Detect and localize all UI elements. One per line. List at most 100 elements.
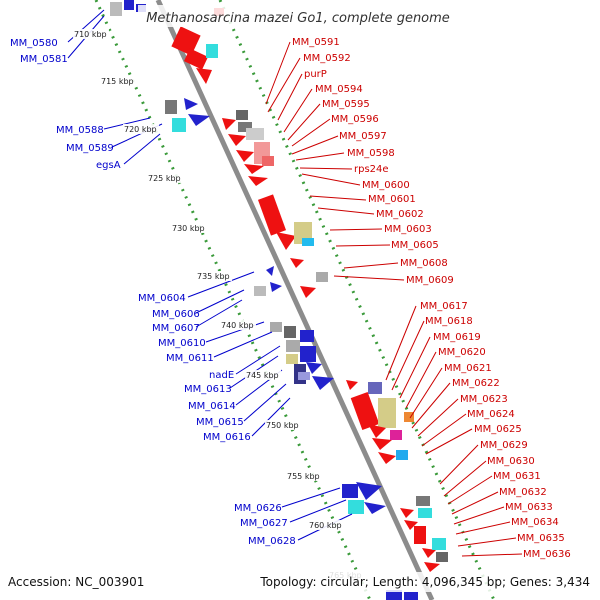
gene-label-right[interactable]: MM_0602 xyxy=(376,209,424,220)
gene-label-left[interactable]: MM_0607 xyxy=(152,323,200,334)
right-callout-line xyxy=(309,195,367,201)
right-callout-line xyxy=(291,135,339,155)
gene-label-right[interactable]: MM_0621 xyxy=(444,363,492,374)
kbp-tick-label: 745 kbp xyxy=(246,371,279,380)
gene-block xyxy=(110,2,122,16)
gene-label-right[interactable]: MM_0619 xyxy=(433,332,481,343)
right-callout-line xyxy=(411,382,451,429)
gene-label-right[interactable]: MM_0591 xyxy=(292,37,340,48)
right-callout-line xyxy=(451,491,499,515)
gene-label-right[interactable]: MM_0592 xyxy=(303,53,351,64)
gene-label-right[interactable]: MM_0595 xyxy=(322,99,370,110)
gene-block xyxy=(257,194,287,236)
gene-block xyxy=(270,322,282,332)
gene-label-right[interactable]: MM_0618 xyxy=(425,316,473,327)
gene-label-right[interactable]: MM_0620 xyxy=(438,347,486,358)
gene-label-left[interactable]: MM_0616 xyxy=(203,432,251,443)
gene-label-right[interactable]: MM_0630 xyxy=(487,456,535,467)
gene-label-right[interactable]: MM_0622 xyxy=(452,378,500,389)
gene-arrow xyxy=(346,380,358,390)
gene-label-left[interactable]: MM_0611 xyxy=(166,353,214,364)
gene-label-left[interactable]: MM_0610 xyxy=(158,338,206,349)
gene-label-right[interactable]: MM_0624 xyxy=(467,409,515,420)
kbp-tick-label: 730 kbp xyxy=(172,224,205,233)
gene-label-left[interactable]: nadE xyxy=(209,370,234,381)
kbp-tick-backdrop xyxy=(220,320,256,330)
gene-label-right[interactable]: MM_0623 xyxy=(460,394,508,405)
gene-block xyxy=(378,398,396,428)
gene-label-right[interactable]: MM_0634 xyxy=(511,517,559,528)
gene-block xyxy=(390,430,402,440)
right-callout-line xyxy=(267,57,301,113)
gene-label-left[interactable]: MM_0613 xyxy=(184,384,232,395)
gene-label-right[interactable]: MM_0632 xyxy=(499,487,547,498)
gene-arrow xyxy=(364,502,386,514)
gene-block xyxy=(432,538,446,550)
gene-block xyxy=(300,330,314,342)
right-callout-line xyxy=(417,398,459,437)
gene-label-right[interactable]: MM_0625 xyxy=(474,424,522,435)
gene-block xyxy=(386,590,402,600)
gene-label-right[interactable]: purP xyxy=(304,69,327,80)
kbp-tick-backdrop xyxy=(171,223,207,233)
gene-label-left[interactable]: egsA xyxy=(96,160,121,171)
left-callout-line xyxy=(123,133,161,165)
gene-label-left[interactable]: MM_0614 xyxy=(188,401,236,412)
gene-label-right[interactable]: MM_0617 xyxy=(420,301,468,312)
gene-arrow xyxy=(188,114,210,126)
gene-label-right[interactable]: MM_0594 xyxy=(315,84,363,95)
gene-label-left[interactable]: MM_0627 xyxy=(240,518,288,529)
kbp-tick-backdrop xyxy=(147,173,183,183)
gene-label-right[interactable]: MM_0609 xyxy=(406,275,454,286)
gene-label-left[interactable]: MM_0604 xyxy=(138,293,186,304)
gene-label-left[interactable]: MM_0615 xyxy=(196,417,244,428)
gene-label-left[interactable]: MM_0589 xyxy=(66,143,114,154)
gene-label-right[interactable]: MM_0603 xyxy=(384,224,432,235)
gene-label-left[interactable]: MM_0588 xyxy=(56,125,104,136)
gene-label-right[interactable]: MM_0636 xyxy=(523,549,571,560)
gene-label-left[interactable]: MM_0606 xyxy=(152,309,200,320)
gene-label-right[interactable]: MM_0605 xyxy=(391,240,439,251)
gene-label-right[interactable]: MM_0629 xyxy=(480,440,528,451)
gene-label-left[interactable]: MM_0580 xyxy=(10,38,58,49)
gene-label-right[interactable]: MM_0601 xyxy=(368,194,416,205)
right-callout-line xyxy=(439,444,479,485)
gene-block xyxy=(298,372,310,380)
gene-label-right[interactable]: MM_0597 xyxy=(339,131,387,142)
gene-label-left[interactable]: MM_0626 xyxy=(234,503,282,514)
gene-arrow xyxy=(378,452,396,464)
gene-label-left[interactable]: MM_0628 xyxy=(248,536,296,547)
gene-block xyxy=(172,118,186,132)
gene-block xyxy=(404,412,414,422)
gene-label-right[interactable]: MM_0608 xyxy=(400,258,448,269)
left-callout-line xyxy=(195,299,243,328)
map-title: Methanosarcina mazei Go1, complete genom… xyxy=(146,11,450,26)
gene-label-right[interactable]: MM_0600 xyxy=(362,180,410,191)
gene-label-right[interactable]: MM_0598 xyxy=(347,148,395,159)
gene-label-right[interactable]: MM_0633 xyxy=(505,502,553,513)
left-callout-line xyxy=(251,397,291,437)
gene-arrow xyxy=(244,164,264,174)
right-callout-line xyxy=(329,228,383,231)
right-callout-line xyxy=(453,506,505,525)
right-callout-line xyxy=(301,173,361,186)
gene-label-left[interactable]: MM_0581 xyxy=(20,54,68,65)
gene-arrow xyxy=(312,376,334,390)
gene-label-right[interactable]: MM_0631 xyxy=(493,471,541,482)
left-callout-line xyxy=(235,345,281,375)
right-callout-line xyxy=(421,413,467,447)
gene-block xyxy=(416,496,430,506)
kbp-tick-label: 735 kbp xyxy=(197,272,230,281)
gene-block xyxy=(418,508,432,518)
gene-block xyxy=(124,0,134,10)
gene-label-right[interactable]: rps24e xyxy=(354,164,389,175)
kbp-tick-backdrop xyxy=(123,124,159,134)
gene-label-right[interactable]: MM_0596 xyxy=(331,114,379,125)
right-callout-line xyxy=(425,428,473,455)
inner-dotted-track xyxy=(218,0,496,600)
gene-label-right[interactable]: MM_0635 xyxy=(517,533,565,544)
right-callout-line xyxy=(391,320,425,391)
right-callout-line xyxy=(265,41,291,105)
title-backdrop xyxy=(138,5,466,27)
